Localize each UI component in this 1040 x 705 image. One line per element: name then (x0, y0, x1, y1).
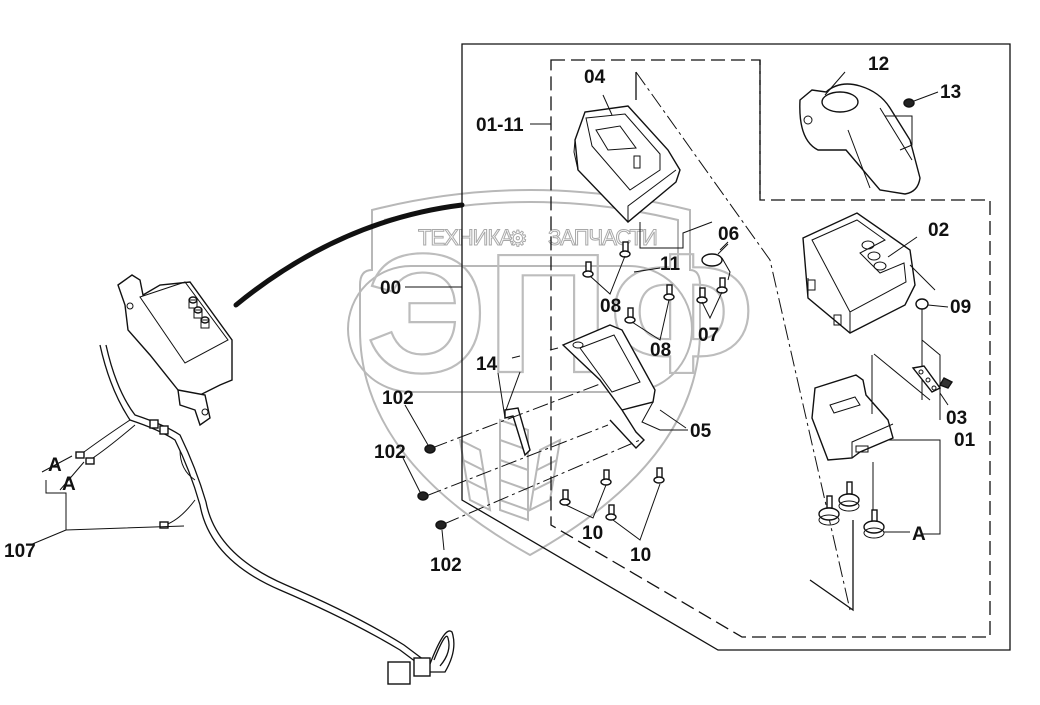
label-07: 07 (698, 325, 719, 346)
label-08-a: 08 (600, 296, 621, 317)
label-02: 02 (928, 220, 949, 241)
label-ref-a-2: A (62, 474, 76, 495)
part-13-screw (903, 91, 939, 108)
label-05: 05 (690, 421, 712, 442)
label-01-11: 01-11 (476, 115, 524, 136)
label-11: 11 (660, 254, 681, 275)
label-06: 06 (718, 224, 739, 245)
watermark-gear-icon: ⚙ (508, 226, 527, 251)
projection-line (635, 71, 851, 611)
projection-line (809, 520, 854, 612)
label-102-b: 102 (374, 442, 406, 463)
assembly-frames (461, 43, 1011, 651)
leader-lines (29, 71, 918, 546)
part-107-harness (75, 344, 455, 685)
part-102-screws (402, 404, 447, 551)
part-14-plate (497, 372, 531, 457)
callout-labels: 12 13 04 01-11 02 06 11 00 08 09 07 08 1… (4, 54, 976, 576)
part-10-screws (559, 467, 665, 541)
label-13: 13 (940, 82, 961, 103)
knob (863, 509, 885, 539)
part-00-unit (117, 274, 233, 427)
part-11-bracket-line (633, 221, 713, 273)
knob-group (818, 481, 910, 539)
label-10-b: 10 (630, 545, 651, 566)
knob (818, 495, 840, 526)
part-01-controller (811, 353, 941, 535)
part-09-screw (915, 298, 949, 340)
label-09: 09 (950, 297, 971, 318)
label-102-a: 102 (382, 388, 414, 409)
part-04-housing (573, 105, 681, 223)
label-03: 03 (946, 408, 967, 429)
label-107: 107 (4, 541, 36, 562)
part-12-cover (799, 83, 921, 195)
label-00: 00 (380, 278, 401, 299)
part-06-clamp (701, 241, 731, 281)
part-03-bracket (911, 339, 954, 420)
label-01: 01 (954, 430, 976, 451)
knob (838, 481, 860, 512)
label-04: 04 (584, 67, 606, 88)
mounting-lines (425, 347, 641, 525)
label-ref-a-1: A (48, 455, 62, 476)
part-08-screws (582, 241, 675, 341)
part-07-screws (696, 277, 728, 320)
connection-curve (233, 202, 465, 308)
label-ref-a-3: A (912, 524, 926, 545)
watermark-left-text: ТЕХНИКА (418, 225, 514, 250)
part-05-bracket (561, 324, 688, 450)
watermark-band (347, 265, 693, 393)
label-12: 12 (868, 54, 889, 75)
part-02-cover (802, 212, 936, 334)
label-08-b: 08 (650, 340, 671, 361)
watermark-monogram: ЭПФ (366, 219, 754, 409)
label-102-c: 102 (430, 555, 462, 576)
outer-frame (461, 43, 1011, 651)
label-14: 14 (476, 354, 498, 375)
label-10-a: 10 (582, 523, 603, 544)
